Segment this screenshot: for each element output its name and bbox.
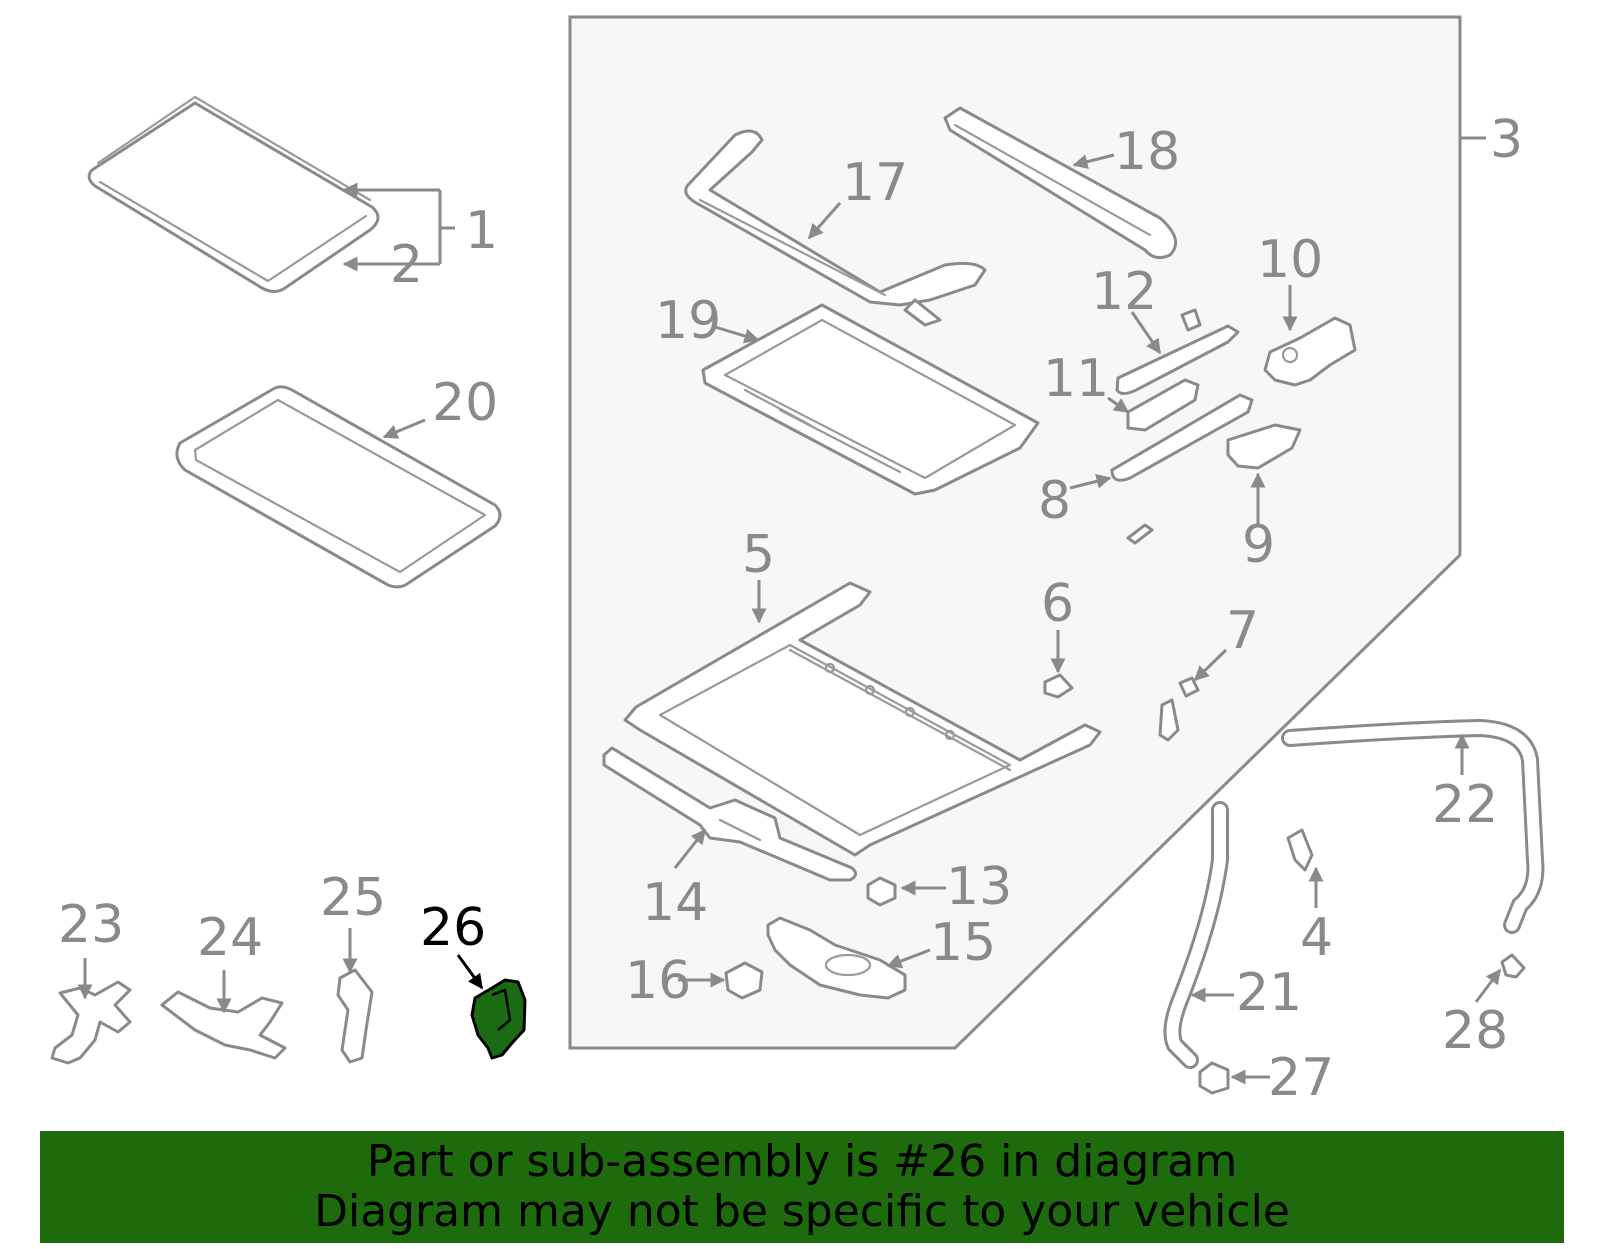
callout-18: 18 (1114, 122, 1180, 182)
callout-27: 27 (1268, 1048, 1334, 1108)
callout-8: 8 (1038, 471, 1071, 531)
part-9-bracket[interactable] (1226, 423, 1302, 470)
part-12-slider[interactable] (1115, 308, 1240, 395)
callout-5: 5 (742, 525, 775, 585)
callout-21: 21 (1236, 963, 1302, 1023)
part-11-rail[interactable] (1126, 378, 1200, 432)
part-20-seal[interactable] (175, 385, 502, 589)
callout-19: 19 (655, 291, 721, 351)
part-15-motor[interactable] (766, 916, 907, 1000)
callout-25: 25 (320, 868, 386, 928)
part-16-cap[interactable] (724, 961, 764, 1000)
callout-16: 16 (625, 951, 691, 1011)
part-23-bracket[interactable] (50, 980, 132, 1065)
callout-20: 20 (432, 373, 498, 433)
banner-line-1: Part or sub-assembly is #26 in diagram (366, 1136, 1238, 1187)
part-13-clip[interactable] (866, 876, 897, 907)
part-25-bracket[interactable] (336, 968, 374, 1064)
part-27-clamp[interactable] (1198, 1061, 1230, 1095)
part-18-deflector[interactable] (943, 106, 1178, 260)
callout-9: 9 (1242, 515, 1275, 575)
callout-12: 12 (1091, 262, 1157, 322)
part-4-clip[interactable] (1286, 828, 1314, 872)
callout-24: 24 (197, 908, 263, 968)
part-24-bracket[interactable] (160, 990, 287, 1060)
callout-10: 10 (1257, 230, 1323, 290)
callout-26: 26 (420, 898, 486, 958)
part-28-clamp[interactable] (1500, 953, 1526, 979)
screw (1126, 523, 1154, 545)
part-26-highlighted[interactable] (470, 978, 527, 1060)
part-1-glass-panel[interactable] (87, 95, 380, 293)
callout-2: 2 (390, 235, 423, 295)
callout-23: 23 (58, 895, 124, 955)
part-17-guide-frame[interactable] (684, 129, 987, 327)
callout-1: 1 (465, 201, 498, 261)
callout-28: 28 (1442, 1001, 1508, 1061)
part-10-bracket[interactable] (1263, 316, 1357, 387)
callout-7: 7 (1226, 601, 1259, 661)
callout-11: 11 (1043, 349, 1109, 409)
part-7-fastener[interactable] (1158, 676, 1200, 742)
callout-13: 13 (946, 857, 1012, 917)
callout-3: 3 (1490, 110, 1523, 170)
callout-6: 6 (1041, 574, 1074, 634)
part-19-frame[interactable] (701, 303, 1040, 496)
callout-14: 14 (642, 873, 708, 933)
banner-line-2: Diagram may not be specific to your vehi… (314, 1186, 1290, 1237)
part-8-link[interactable] (1110, 393, 1254, 482)
part-14-cable-guide[interactable] (602, 746, 857, 882)
part-22-drain-hose[interactable] (1281, 718, 1545, 934)
part-6-clip[interactable] (1043, 673, 1074, 699)
callout-15: 15 (930, 913, 996, 973)
part-21-drain-hose[interactable] (1163, 801, 1229, 1069)
callout-17: 17 (842, 153, 908, 213)
part-5-frame[interactable] (623, 581, 1102, 857)
callout-4: 4 (1300, 908, 1333, 968)
callout-22: 22 (1432, 775, 1498, 835)
info-banner: Part or sub-assembly is #26 in diagram D… (40, 1131, 1564, 1243)
